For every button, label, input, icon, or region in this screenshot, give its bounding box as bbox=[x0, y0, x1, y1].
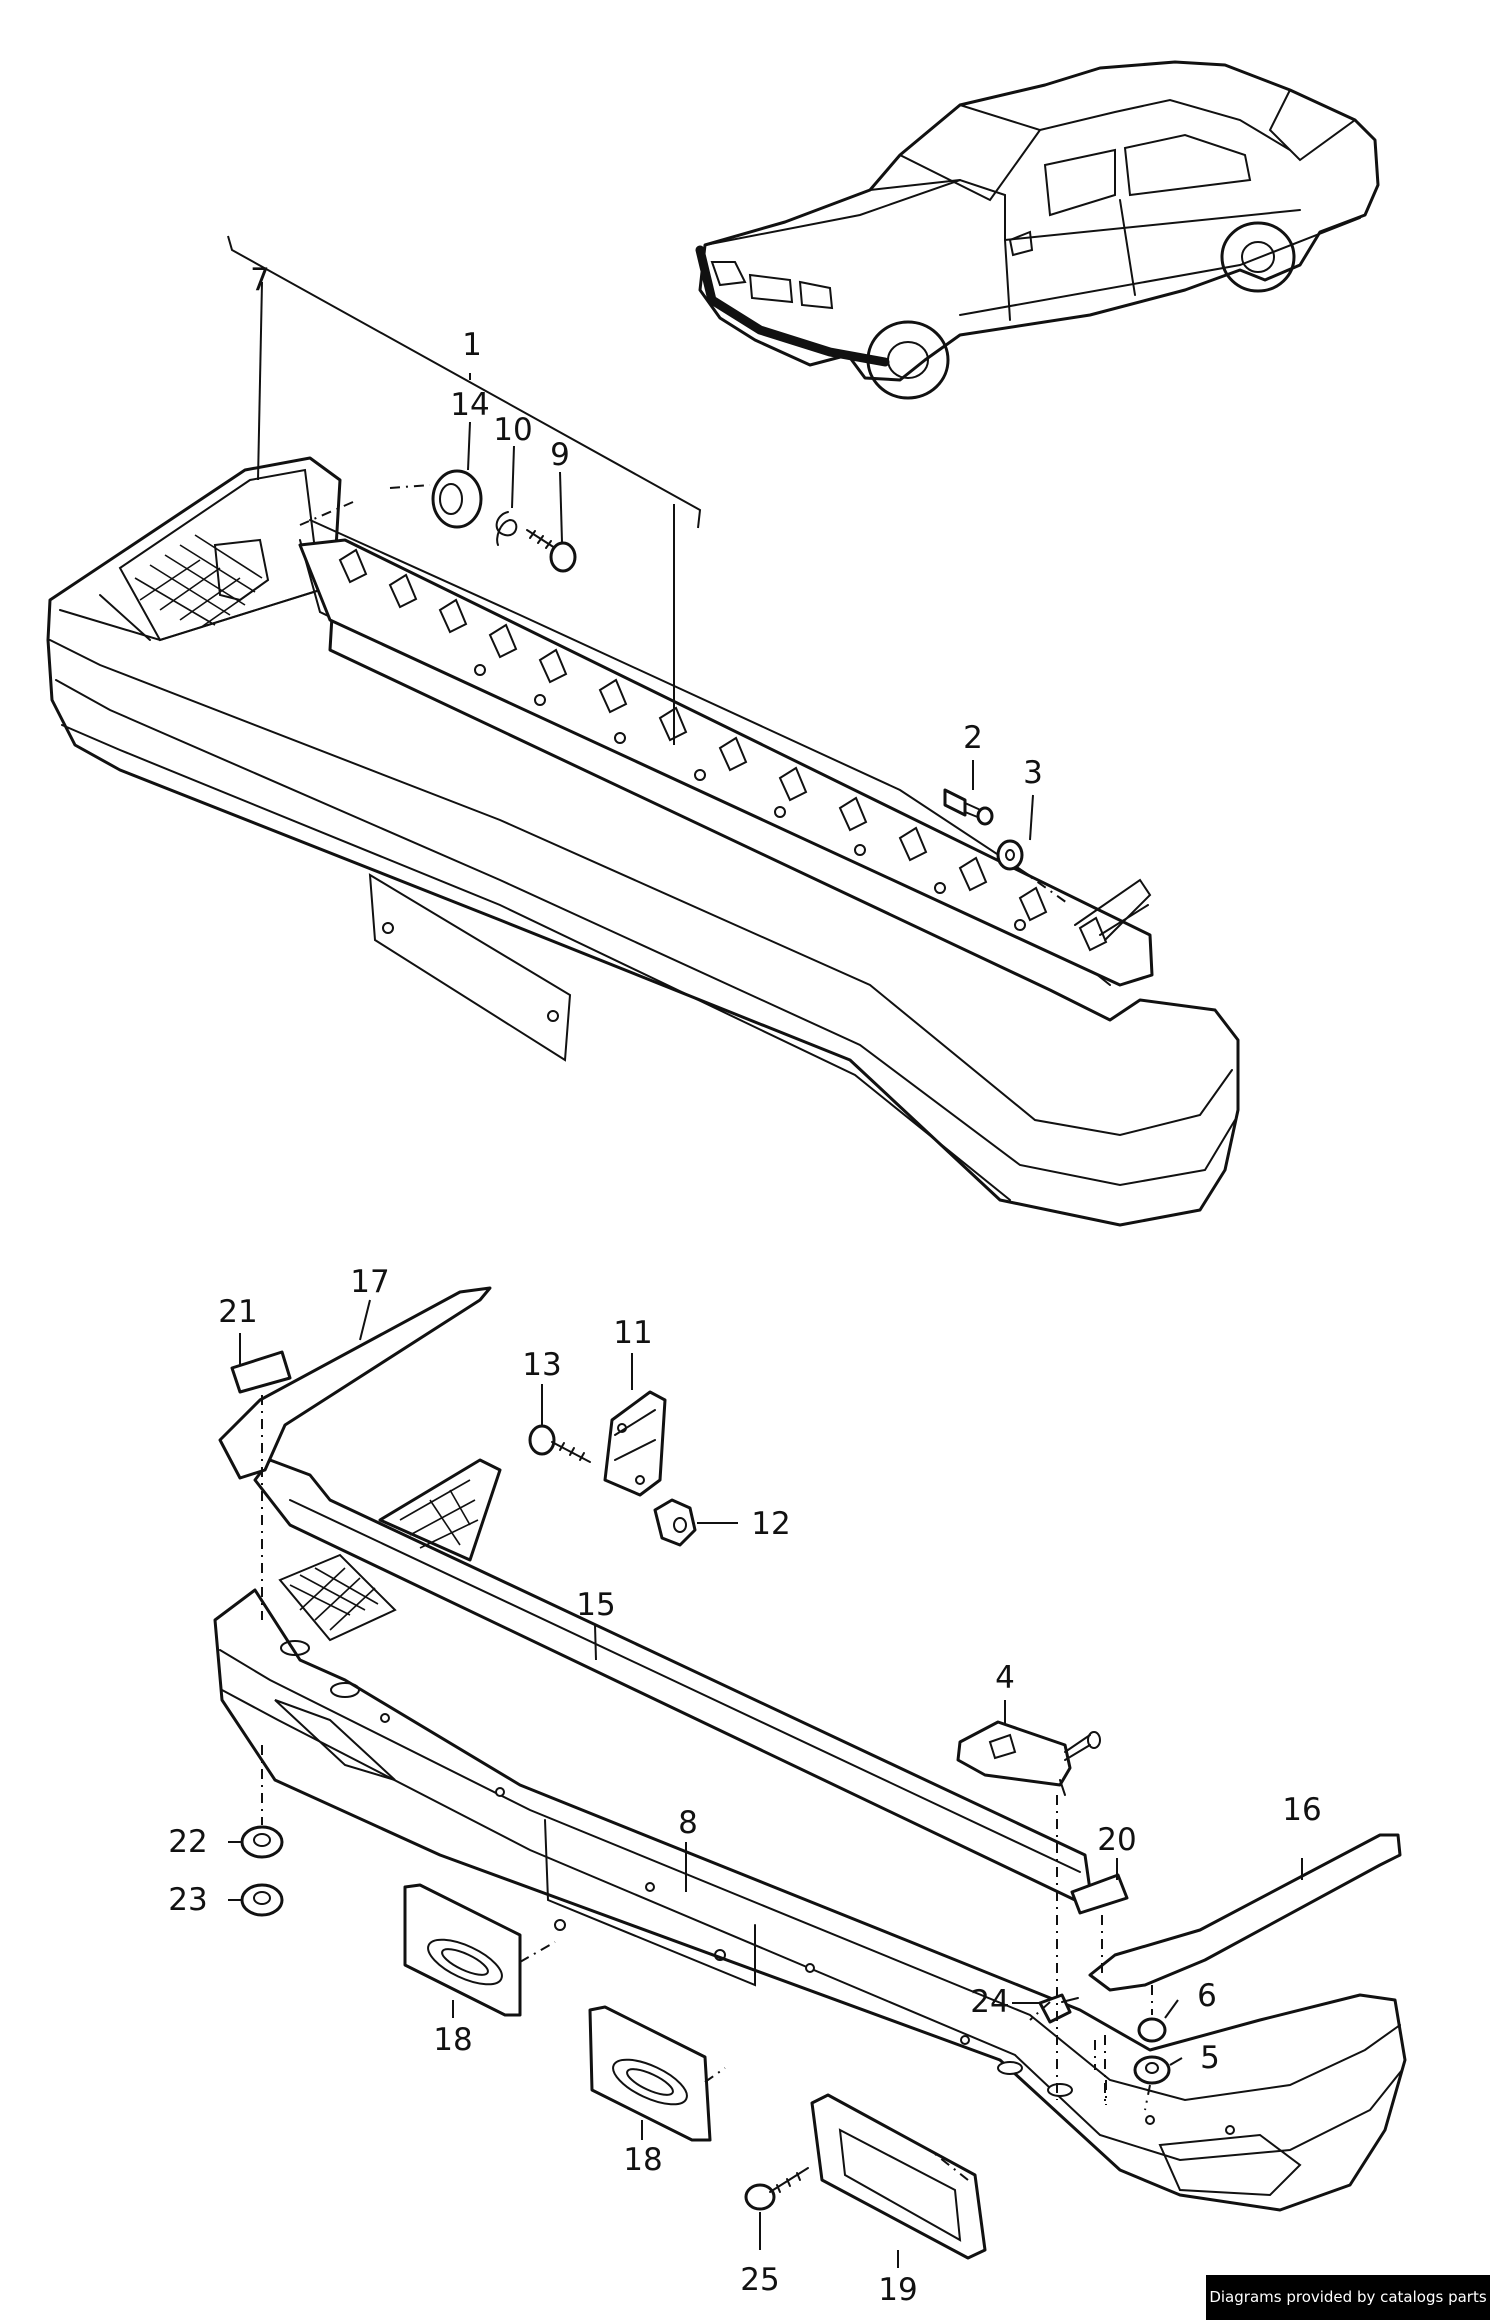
callout-7: 7 bbox=[250, 262, 270, 298]
part-3-washer bbox=[996, 839, 1024, 871]
callout-22: 22 bbox=[168, 1824, 207, 1860]
callout-21: 21 bbox=[218, 1294, 257, 1330]
credit-banner: Diagrams provided by catalogs parts bbox=[1206, 2275, 1490, 2320]
callout-1: 1 bbox=[462, 327, 482, 363]
part-13-screw bbox=[528, 1424, 591, 1463]
callout-19: 19 bbox=[878, 2272, 917, 2308]
left-grille-texture bbox=[134, 534, 263, 629]
part-14-grommet bbox=[431, 469, 483, 529]
callout-11: 11 bbox=[613, 1315, 652, 1351]
callout-18a: 18 bbox=[433, 2022, 472, 2058]
callout-16: 16 bbox=[1282, 1792, 1321, 1828]
part-21-cap bbox=[230, 1350, 292, 1394]
bumper-assembly-top bbox=[46, 456, 1240, 1227]
callout-23: 23 bbox=[168, 1882, 207, 1918]
part-9-screw bbox=[526, 529, 577, 573]
part-6-washer bbox=[1137, 2017, 1167, 2043]
callout-13: 13 bbox=[522, 1347, 561, 1383]
lower-left-grille-texture bbox=[289, 1567, 379, 1631]
callout-4: 4 bbox=[995, 1660, 1015, 1696]
bumper-assembly-bottom bbox=[213, 1286, 1407, 2212]
part-11-bracket bbox=[603, 1390, 667, 1497]
callout-25: 25 bbox=[740, 2262, 779, 2298]
callout-14: 14 bbox=[450, 387, 489, 423]
rail-holes bbox=[474, 664, 1026, 931]
callout-6: 6 bbox=[1197, 1978, 1217, 2014]
rail-ribs bbox=[338, 548, 1108, 952]
part-23-nut bbox=[240, 1883, 284, 1917]
callout-17: 17 bbox=[350, 1264, 389, 1300]
callout-12: 12 bbox=[751, 1506, 790, 1542]
group-bracket-1 bbox=[227, 235, 702, 529]
part-19-plate-right bbox=[810, 2093, 987, 2260]
callout-10: 10 bbox=[493, 412, 532, 448]
callout-5: 5 bbox=[1200, 2040, 1220, 2076]
part-5-nut bbox=[1133, 2055, 1171, 2085]
callout-3: 3 bbox=[1023, 755, 1043, 791]
part-22-nut bbox=[240, 1825, 284, 1859]
callout-8: 8 bbox=[678, 1805, 698, 1841]
callout-18b: 18 bbox=[623, 2142, 662, 2178]
callout-15: 15 bbox=[576, 1587, 615, 1623]
part-24-clip bbox=[1038, 1993, 1079, 2024]
callout-20: 20 bbox=[1097, 1822, 1136, 1858]
callout-24: 24 bbox=[970, 1984, 1009, 2020]
part-10-clip bbox=[495, 511, 518, 546]
callout-9: 9 bbox=[550, 437, 570, 473]
part-20-cap bbox=[1070, 1873, 1129, 1915]
part-4-washer-jet bbox=[956, 1720, 1101, 1796]
part-18-plate-left bbox=[403, 1883, 522, 2017]
part-25-screw bbox=[744, 2167, 809, 2211]
part-18-plate-center bbox=[588, 2005, 712, 2142]
callout-2: 2 bbox=[963, 720, 983, 756]
car-illustration bbox=[695, 60, 1380, 400]
part-2-bolt bbox=[943, 788, 994, 826]
part-12-nut bbox=[653, 1498, 697, 1547]
